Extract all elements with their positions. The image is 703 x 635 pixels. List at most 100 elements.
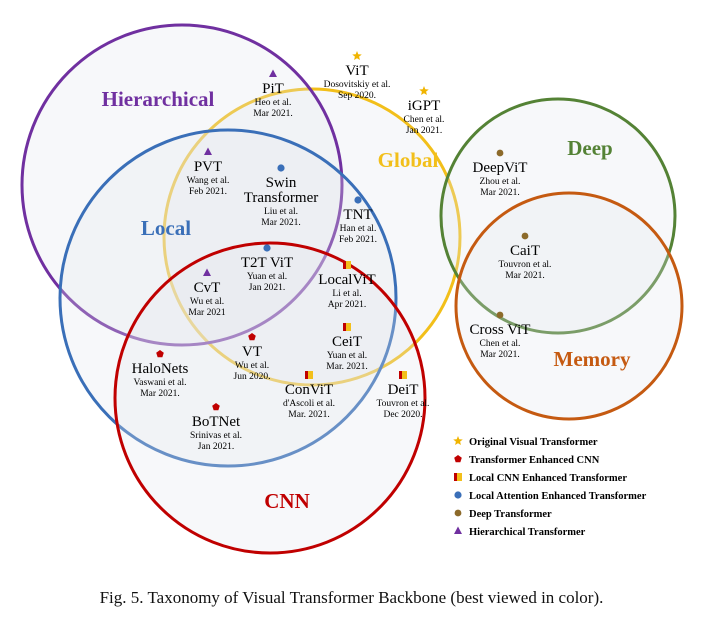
model-authors: Yuan et al. — [327, 351, 367, 361]
model-date: Jan 2021. — [406, 126, 442, 136]
model-name: DeiT — [388, 382, 419, 398]
model-name: BoTNet — [192, 414, 241, 430]
circle-marker-icon — [354, 196, 362, 204]
region-label-hierarchical: Hierarchical — [102, 87, 215, 111]
pentagon-marker-icon — [156, 350, 164, 358]
model-name: PVT — [194, 159, 222, 175]
legend-label: Deep Transformer — [469, 509, 552, 520]
legend-label: Hierarchical Transformer — [469, 527, 586, 538]
model-name: PiT — [262, 81, 284, 97]
cnn-circle — [113, 241, 427, 555]
star-marker-icon — [352, 51, 362, 61]
model-name: CeiT — [332, 334, 362, 350]
model-name: VT — [242, 344, 262, 360]
legend-item: Deep Transformer — [454, 509, 552, 520]
dot-marker-icon — [454, 509, 462, 517]
model-name: T2T ViT — [241, 255, 293, 271]
model-date: Mar. 2021. — [288, 410, 329, 420]
triangle-marker-icon — [454, 526, 462, 534]
model-date: Jan 2021. — [249, 283, 285, 293]
model-authors: Touvron et al. — [499, 260, 552, 270]
model-name: CvT — [194, 280, 221, 296]
model-authors: d'Ascoli et al. — [283, 399, 335, 409]
legend-item: Original Visual Transformer — [453, 436, 598, 448]
square-marker-icon — [454, 473, 462, 481]
model-date: Jun 2020. — [234, 372, 271, 382]
model-date: Mar 2021. — [505, 271, 545, 281]
deep-circle — [439, 97, 677, 335]
model-date: Feb 2021. — [339, 235, 377, 245]
model-authors: Heo et al. — [255, 98, 292, 108]
star-marker-icon — [453, 436, 463, 446]
model-authors: Touvron et al. — [377, 399, 430, 409]
model-authors: Zhou et al. — [480, 177, 521, 187]
model-name: HaloNets — [132, 361, 189, 377]
model-authors: Dosovitskiy et al. — [324, 80, 391, 90]
figure-caption: Fig. 5. Taxonomy of Visual Transformer B… — [99, 588, 604, 607]
model-authors: Li et al. — [332, 289, 361, 299]
legend-label: Local CNN Enhanced Transformer — [469, 473, 627, 484]
dot-marker-icon — [521, 232, 529, 240]
memory-circle — [454, 191, 684, 421]
model-name: LocalViT — [318, 272, 375, 288]
dot-marker-icon — [496, 311, 504, 319]
region-label-global: Global — [378, 148, 439, 172]
triangle-marker-icon — [204, 147, 212, 155]
legend-item: Local CNN Enhanced Transformer — [454, 473, 627, 484]
model-date: Apr 2021. — [328, 300, 367, 310]
global-circle — [162, 87, 462, 387]
region-label-cnn: CNN — [264, 489, 310, 513]
pentagon-marker-icon — [248, 333, 256, 341]
model-authors: Vaswani et al. — [133, 378, 186, 388]
circle-marker-icon — [277, 164, 285, 172]
triangle-marker-icon — [203, 268, 211, 276]
model-date: Mar. 2021. — [326, 362, 367, 372]
model-date: Sep 2020. — [338, 91, 376, 101]
model-authors: Han et al. — [340, 224, 377, 234]
model-authors: Chen et al. — [480, 339, 521, 349]
model-authors: Wang et al. — [187, 176, 230, 186]
legend-label: Local Attention Enhanced Transformer — [469, 491, 647, 502]
model-date: Mar 2021. — [140, 389, 180, 399]
model-date: Dec 2020. — [383, 410, 422, 420]
model-authors: Chen et al. — [404, 115, 445, 125]
model-date: Feb 2021. — [189, 187, 227, 197]
local-circle — [58, 128, 398, 468]
pentagon-marker-icon — [212, 403, 220, 411]
legend-label: Transformer Enhanced CNN — [469, 455, 600, 466]
model-authors: Wu et al. — [235, 361, 269, 371]
square-marker-icon — [305, 371, 313, 379]
model-date: Mar 2021. — [480, 350, 520, 360]
legend-item: Local Attention Enhanced Transformer — [454, 491, 647, 502]
circle-marker-icon — [263, 244, 271, 252]
model-name: DeepViT — [473, 160, 528, 176]
model-name: ConViT — [285, 382, 333, 398]
triangle-marker-icon — [269, 69, 277, 77]
circle-marker-icon — [454, 491, 462, 499]
region-label-memory: Memory — [554, 347, 631, 371]
legend-label: Original Visual Transformer — [469, 437, 598, 448]
model-authors: Liu et al. — [264, 207, 298, 217]
square-marker-icon — [399, 371, 407, 379]
model-name-line2: Transformer — [244, 190, 318, 206]
legend-item: Hierarchical Transformer — [454, 526, 586, 538]
model-date: Mar 2021. — [253, 109, 293, 119]
region-label-local: Local — [141, 216, 191, 240]
dot-marker-icon — [496, 149, 504, 157]
model-name: Cross ViT — [470, 322, 531, 338]
model-name: TNT — [343, 207, 372, 223]
